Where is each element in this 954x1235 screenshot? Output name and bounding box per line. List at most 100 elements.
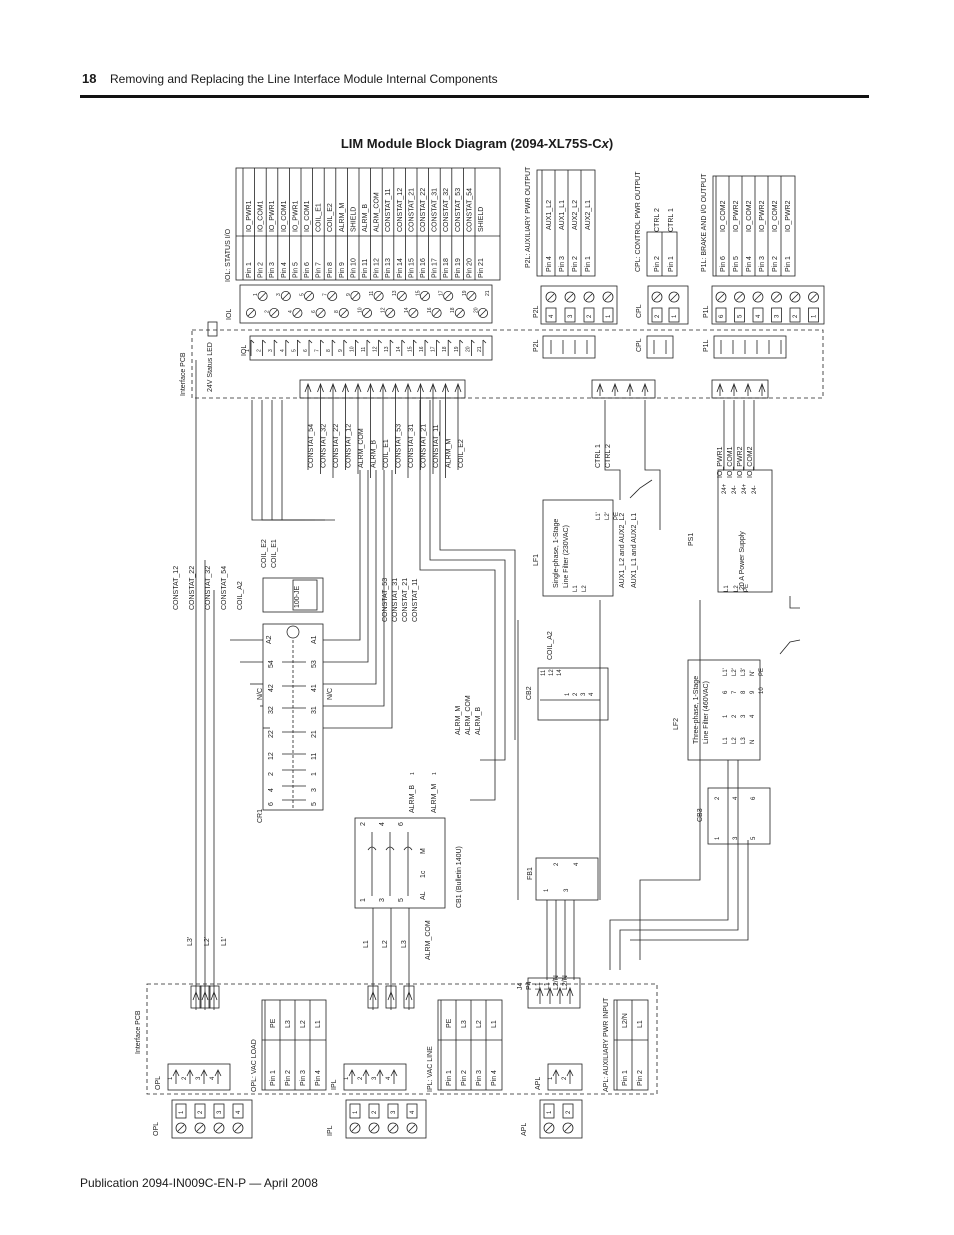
iol-terminal-num: 18 <box>450 307 456 313</box>
iol-terminal-num: 17 <box>439 290 445 296</box>
lf2-out-num: 7 <box>732 690 738 694</box>
alrm-com-label: ALRM_COM <box>425 920 432 960</box>
ipl-terminal-num: 4 <box>410 1110 416 1114</box>
cr1-terminal-num: 2 <box>268 772 275 776</box>
ipl-signal-name: L1 <box>491 1020 498 1028</box>
ipl-title: IPL: VAC LINE <box>427 1046 434 1092</box>
iol-screw-slot <box>328 292 336 300</box>
ipl-pin-num: Pin 3 <box>476 1070 483 1086</box>
line-entry-connector <box>367 985 379 1009</box>
cr1-terminal-num: 5 <box>311 802 318 806</box>
iol-signal-name: IO_PWR1 <box>246 200 253 232</box>
opl-terminal-block <box>171 1099 253 1139</box>
contactor-wire-label: CONSTAT_22 <box>189 566 196 610</box>
iol-pin-num: Pin 6 <box>304 262 311 278</box>
opl-title: OPL: VAC LOAD <box>251 1039 258 1092</box>
iol-screw-slot <box>375 292 382 300</box>
p2l-signal-name: AUX1_L2 <box>546 200 553 230</box>
diagram-title: LIM Module Block Diagram (2094-XL75S-Cx) <box>340 136 614 151</box>
iol-pin-num: Pin 9 <box>339 262 346 278</box>
iol-header-num: 14 <box>396 346 402 352</box>
iol-header-pin-mark <box>355 339 359 344</box>
iol-terminal-screw <box>419 290 430 301</box>
iol-pin-num: Pin 14 <box>397 258 404 278</box>
j4-label: J4 <box>517 983 524 991</box>
p1l-screw-slot <box>717 293 725 301</box>
iol-header-ref: IOL <box>241 345 248 356</box>
lf1-terminal: L2' <box>605 512 611 520</box>
interface-pcb-label-top: Interface PCB <box>180 352 187 396</box>
ipl-pin-table <box>437 999 503 1091</box>
p1l-terminal-num: 6 <box>719 314 725 318</box>
iol-terminal-screw <box>396 290 407 301</box>
iol-header-num: 9 <box>338 349 344 352</box>
cb3-terminal: 3 <box>733 836 739 840</box>
fb1-fuse-block <box>535 857 599 901</box>
ipl-header <box>343 1063 407 1091</box>
iol-header-pin-mark <box>366 339 371 344</box>
cb2-terminal: 2 <box>573 692 579 696</box>
iol-header-pin-mark <box>378 339 382 344</box>
p1l-harness-connector <box>711 379 769 399</box>
lf1-terminal: PE <box>614 512 620 520</box>
contactor-wire-label: CONSTAT_21 <box>402 578 409 622</box>
iol-pin-num: Pin 11 <box>362 259 369 278</box>
p2l-terminal-screw <box>583 291 595 303</box>
cpl-signal-name: CTRL 1 <box>668 208 675 232</box>
lf2-in: L3 <box>741 737 747 744</box>
harness-wire-label: CONSTAT_22 <box>333 424 340 468</box>
contactor-wire-label: CONSTAT_32 <box>205 566 212 610</box>
lf2-in-num: 2 <box>732 714 738 718</box>
cr1-aux-label: 100-JE <box>294 585 301 608</box>
iol-signal-name: CONSTAT_32 <box>443 188 450 232</box>
cpl-terminal-ref: CPL <box>636 304 643 318</box>
lf1-ground <box>629 479 653 499</box>
opl-signal-name: PE <box>270 1018 277 1028</box>
p1l-terminal-num: 5 <box>738 314 744 318</box>
constat-wire <box>281 400 335 521</box>
cr1-terminal-num: 31 <box>311 706 318 714</box>
contactor-wire <box>323 470 393 729</box>
opl-pin-num: Pin 3 <box>300 1070 307 1086</box>
iol-screw-slot <box>352 292 359 300</box>
iol-pin-num: Pin 1 <box>246 262 253 278</box>
p1l-terminal-screw <box>771 291 782 303</box>
ps-wire-label: IO_COM2 <box>747 446 754 478</box>
lf2-line1: Three-phase, 1-Stage <box>693 676 700 744</box>
cr1-nc-left: N/C <box>257 688 264 700</box>
opl-header-pin-mark <box>200 1069 208 1077</box>
cr1-terminal-num: 6 <box>268 802 275 806</box>
iol-header <box>249 335 493 361</box>
iol-header-num: 17 <box>431 346 437 352</box>
p1l-pin-num: Pin 3 <box>759 256 766 272</box>
iol-signal-name: IO_PWR1 <box>292 200 299 232</box>
p1l-terminal-screw <box>789 291 801 303</box>
status-led-icon <box>207 321 218 337</box>
iol-header-num: 15 <box>407 346 413 352</box>
cpl-harness-connector <box>591 379 656 399</box>
iol-terminal-screw <box>327 290 338 301</box>
p1l-screw-slot <box>736 293 743 301</box>
p1l-terminal-cell <box>789 307 801 323</box>
iol-terminal-num: 5 <box>299 293 305 296</box>
iol-terminal-screw <box>408 307 419 318</box>
cb1-trip-element <box>385 846 395 851</box>
ctrl-wire-label: CTRL 2 <box>605 444 612 468</box>
alarm-wire <box>439 400 516 740</box>
p1l-terminal-cell <box>734 307 745 323</box>
lf2-out-num: 9 <box>750 690 756 694</box>
iol-pin-num: Pin 13 <box>385 258 392 278</box>
contactor-wire <box>323 470 369 663</box>
ipl-signal-name: PE <box>446 1018 453 1028</box>
constat-wire <box>251 400 305 521</box>
opl-line-label: L1' <box>221 937 228 946</box>
iol-header-pin-mark <box>297 339 301 344</box>
ipl-terminal-cell <box>349 1103 361 1119</box>
cr1-terminal-num: 22 <box>268 730 275 738</box>
ipl-header-pin-mark <box>362 1069 370 1077</box>
iol-pin-num: Pin 3 <box>269 262 276 278</box>
lf2-out-wire <box>609 760 729 970</box>
apl-terminal-block <box>539 1099 583 1139</box>
lf2-out: N' <box>750 671 756 676</box>
harness-wire-label: COIL_E2 <box>458 439 465 468</box>
